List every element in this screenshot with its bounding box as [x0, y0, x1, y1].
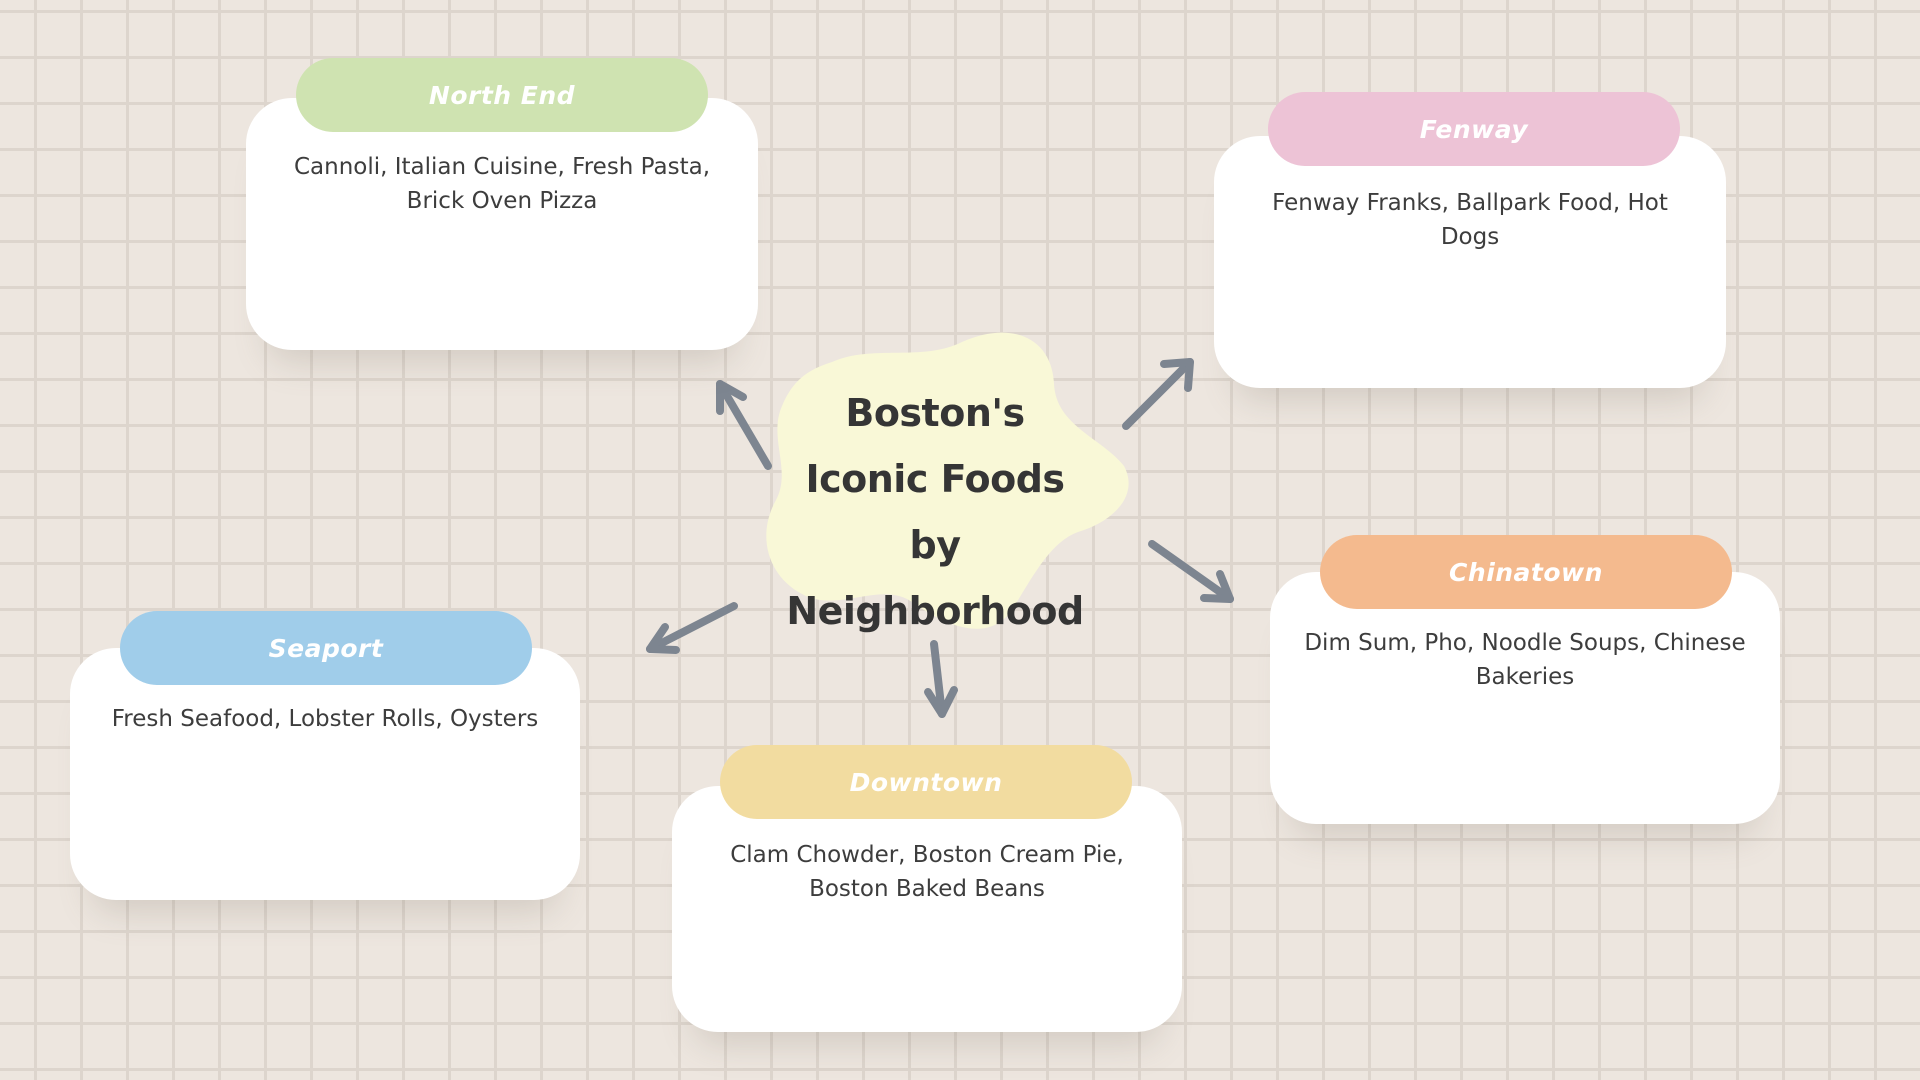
downtown-card: Clam Chowder, Boston Cream Pie, Boston B… — [672, 786, 1182, 1032]
downtown-foods: Clam Chowder, Boston Cream Pie, Boston B… — [730, 842, 1124, 902]
chinatown-card: Dim Sum, Pho, Noodle Soups, Chinese Bake… — [1270, 572, 1780, 824]
fenway-label: Fenway — [1268, 92, 1680, 166]
arrow-to-downtown — [924, 640, 958, 718]
arrow-to-fenway — [1122, 358, 1194, 430]
arrow-to-north-end — [716, 380, 772, 470]
seaport-label: Seaport — [120, 611, 532, 685]
seaport-card: Fresh Seafood, Lobster Rolls, Oysters — [70, 648, 580, 900]
fenway-foods: Fenway Franks, Ballpark Food, Hot Dogs — [1272, 190, 1668, 250]
diagram-title: Boston's Iconic Foods by Neighborhood — [786, 391, 1084, 633]
north-end-card: Cannoli, Italian Cuisine, Fresh Pasta, B… — [246, 98, 758, 350]
fenway-card: Fenway Franks, Ballpark Food, Hot Dogs — [1214, 136, 1726, 388]
north-end-foods: Cannoli, Italian Cuisine, Fresh Pasta, B… — [293, 154, 711, 214]
downtown-label: Downtown — [720, 745, 1132, 819]
seaport-foods: Fresh Seafood, Lobster Rolls, Oysters — [111, 706, 539, 732]
center-node-shape — [766, 332, 1129, 629]
arrow-to-seaport — [646, 602, 738, 654]
chinatown-foods: Dim Sum, Pho, Noodle Soups, Chinese Bake… — [1304, 630, 1746, 690]
chinatown-label: Chinatown — [1320, 535, 1732, 609]
north-end-label: North End — [296, 58, 708, 132]
arrow-to-chinatown — [1148, 540, 1234, 603]
